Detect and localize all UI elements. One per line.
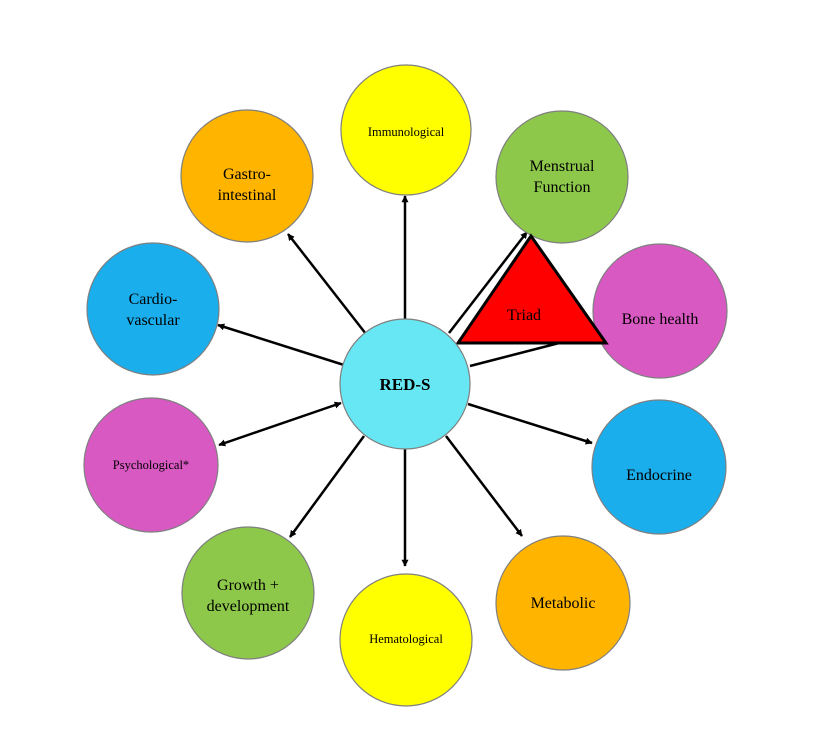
node-label: Cardio-vascular (126, 291, 180, 329)
node-growth: Growth + development (181, 526, 315, 660)
node-circle (591, 399, 727, 535)
node-label-line: Gastro- (223, 166, 271, 183)
node-label-line: intestinal (218, 187, 277, 204)
triad: Triad (455, 233, 609, 345)
node-label-line: Endocrine (626, 467, 692, 484)
node-circle (83, 397, 219, 533)
arrow-to-menstrual (448, 231, 528, 334)
center-label: RED-S (379, 375, 430, 394)
center-node: RED-S (339, 318, 471, 450)
arrow-to-cardio (217, 323, 345, 367)
node-label: Gastro-intestinal (218, 166, 277, 204)
node-endocrine: Endocrine (591, 399, 727, 535)
node-circle (86, 242, 220, 376)
node-label-line: Menstrual (530, 158, 595, 175)
triad-label: Triad (507, 307, 541, 324)
arrow-to-gastro (287, 233, 367, 335)
node-psychological: Psychological* (83, 397, 219, 533)
node-label: Immunological (368, 125, 445, 139)
node-label: Hematological (369, 632, 443, 646)
arrow-to-growth (288, 435, 366, 538)
node-label-line: Bone health (622, 311, 699, 328)
arrow-to-endocrine (467, 402, 593, 445)
node-hematological: Hematological (339, 573, 473, 707)
node-label: Growth + development (207, 577, 290, 615)
node-label: Metabolic (531, 595, 596, 612)
node-circle (339, 573, 473, 707)
node-label-line: Hematological (369, 632, 443, 646)
center-circle (339, 318, 471, 450)
node-circle (180, 109, 314, 243)
node-circle (495, 535, 631, 671)
node-immunological: Immunological (340, 64, 472, 196)
node-circle (181, 526, 315, 660)
node-label-line: Metabolic (531, 595, 596, 612)
node-label-line: Cardio- (129, 291, 178, 308)
node-bone: Bone health (592, 243, 728, 379)
node-label-line: development (207, 598, 290, 615)
node-label-line: Growth + (217, 577, 279, 594)
node-metabolic: Metabolic (495, 535, 631, 671)
node-cardio: Cardio-vascular (86, 242, 220, 376)
triad-triangle (455, 233, 609, 345)
node-gastro: Gastro-intestinal (180, 109, 314, 243)
arrow-psychological (218, 401, 342, 447)
arrow-to-metabolic (445, 435, 523, 537)
node-label-line: Psychological* (113, 458, 189, 472)
node-label: Psychological* (113, 458, 189, 472)
node-label: Endocrine (626, 467, 692, 484)
node-circle (495, 110, 629, 244)
node-label-line: Function (534, 179, 591, 196)
node-label: Bone health (622, 311, 699, 328)
node-label-line: vascular (126, 312, 180, 329)
node-label-line: Immunological (368, 125, 445, 139)
node-circle (592, 243, 728, 379)
node-circle (340, 64, 472, 196)
